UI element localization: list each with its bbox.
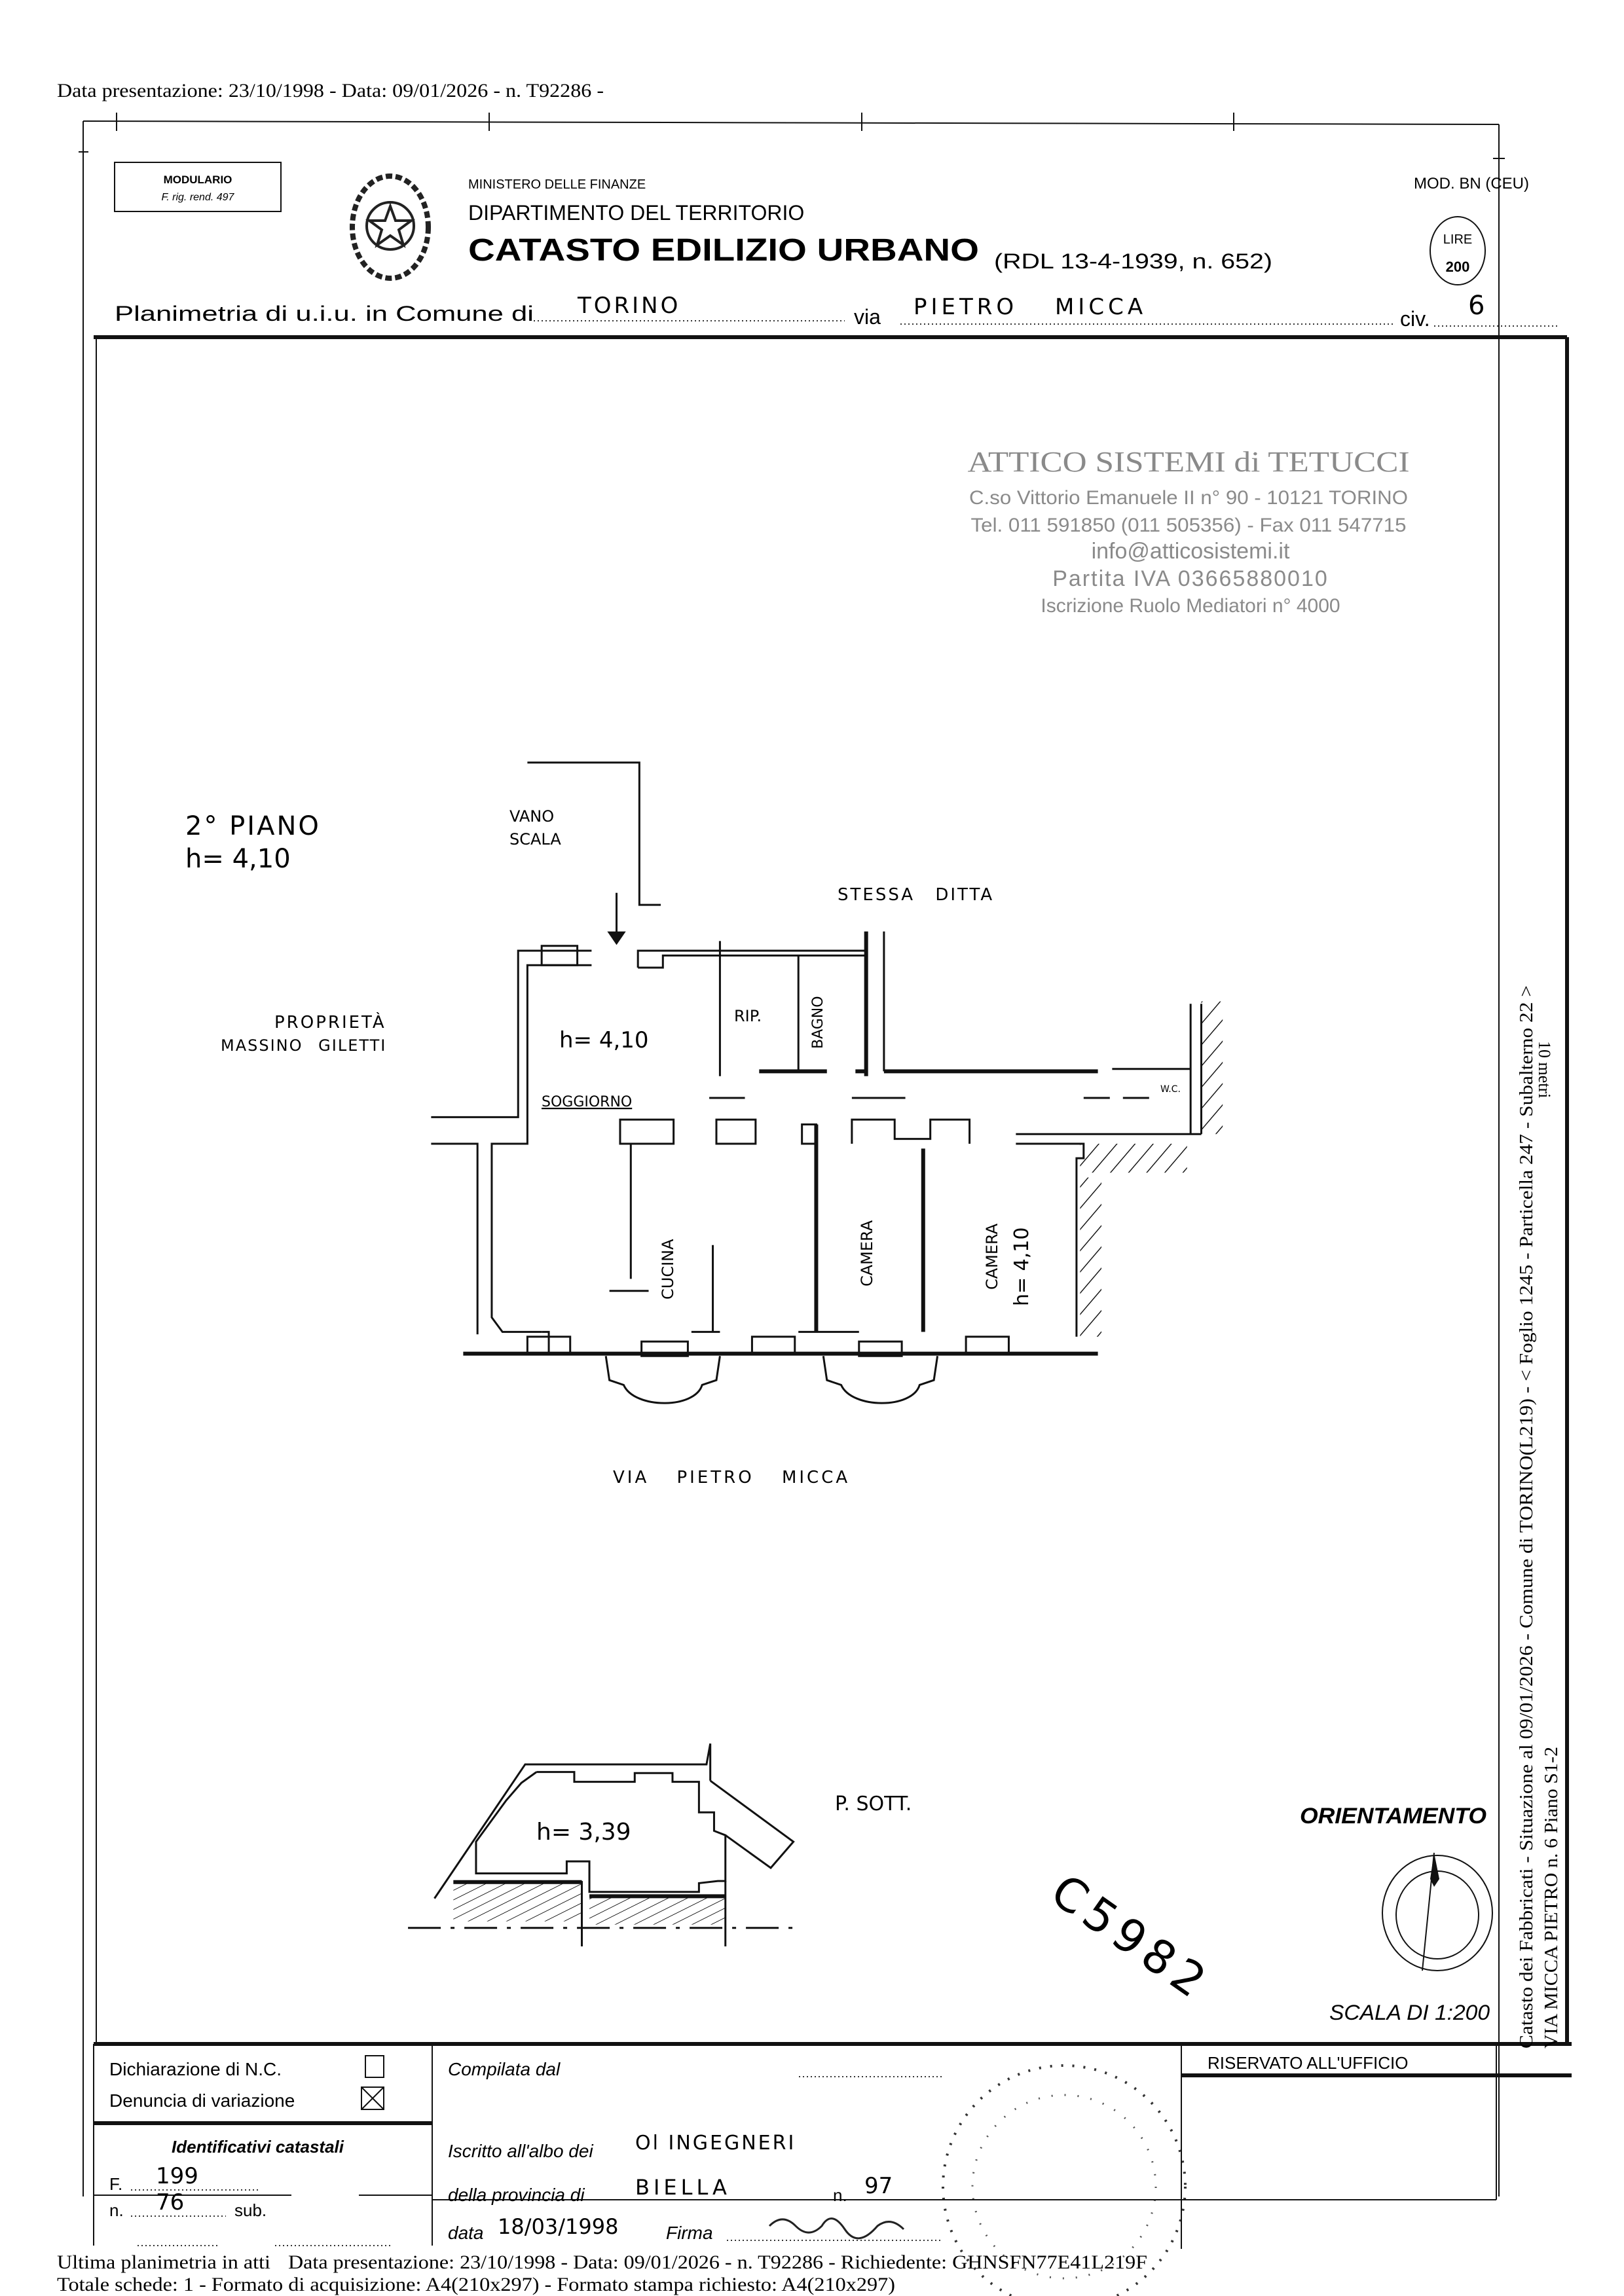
- floor-plan-labels: 2° PIANO h= 4,10 VANO SCALA STESSA DITTA…: [185, 807, 1181, 1487]
- numero-label: n.: [109, 2200, 124, 2220]
- via-value: PIETRO MICCA: [913, 294, 1147, 320]
- department-name: DIPARTIMENTO DEL TERRITORIO: [468, 201, 804, 225]
- agency-registration: Iscrizione Ruolo Mediatori n° 4000: [1041, 595, 1340, 617]
- signature: [768, 2217, 905, 2240]
- modulario-box: MODULARIO F. rig. rend. 497: [115, 162, 281, 211]
- dichiarazione-label: Dichiarazione di N.C.: [109, 2059, 282, 2079]
- handwritten-code: C5982: [1041, 1864, 1221, 2012]
- living-room-height: h= 4,10: [559, 1027, 649, 1053]
- denuncia-label: Denuncia di variazione: [109, 2090, 295, 2111]
- albo-number-label: n.: [833, 2185, 847, 2205]
- compilata-label: Compilata dal: [448, 2059, 561, 2079]
- street-label: VIA PIETRO MICCA: [613, 1468, 850, 1487]
- neighbor-left-label-1: PROPRIETÀ: [274, 1011, 386, 1032]
- civ-value: 6: [1468, 291, 1485, 321]
- room-label-cucina: CUCINA: [659, 1239, 677, 1300]
- side-cadastral-line: Catasto dei Fabbricati - Situazione al 0…: [1517, 985, 1537, 2049]
- planimetria-label: Planimetria di u.i.u. in Comune di: [115, 302, 534, 325]
- north-compass-icon: [1382, 1853, 1492, 1971]
- footer-form: Dichiarazione di N.C. Denuncia di variaz…: [94, 2044, 1572, 2249]
- basement-label: P. SOTT.: [835, 1793, 912, 1815]
- stamp-duty-value: 200: [1446, 259, 1470, 275]
- orientation-label: ORIENTAMENTO: [1300, 1804, 1486, 1829]
- room-label-camera-2: CAMERA: [983, 1223, 1001, 1290]
- room-label-ripostiglio: RIP.: [734, 1007, 762, 1025]
- firma-label: Firma: [666, 2223, 713, 2243]
- model-code: MOD. BN (CEU): [1414, 175, 1529, 192]
- iscritto-label: Iscritto all'albo dei: [448, 2141, 593, 2161]
- date-value: 18/03/1998: [498, 2214, 618, 2239]
- stamp-duty-label: LIRE: [1443, 232, 1472, 247]
- sub-label: sub.: [234, 2200, 267, 2220]
- neighbor-top-label: STESSA DITTA: [838, 885, 994, 905]
- agency-email: info@atticosistemi.it: [1092, 539, 1290, 564]
- side-address-line: VIA MICCA PIETRO n. 6 Piano S1-2: [1541, 1747, 1562, 2049]
- neighbor-left-label-2: MASSINO GILETTI: [221, 1036, 386, 1055]
- outer-frame: [79, 113, 1505, 2196]
- floor-plan-2nd-floor: [431, 763, 1223, 1403]
- camera-2-height: h= 4,10: [1010, 1228, 1033, 1306]
- room-label-soggiorno: SOGGIORNO: [542, 1094, 632, 1110]
- floor-height: h= 4,10: [185, 844, 291, 874]
- italian-republic-emblem-icon: [350, 173, 431, 281]
- agency-vat: Partita IVA 03665880010: [1052, 566, 1329, 591]
- basement-height: h= 3,39: [536, 1819, 631, 1846]
- official-round-stamp: [942, 2064, 1187, 2296]
- scale-ruler-label: 10 metri: [1535, 1041, 1554, 1098]
- side-cadastral-info: Catasto dei Fabbricati - Situazione al 0…: [1517, 985, 1562, 2049]
- law-reference: (RDL 13-4-1939, n. 652): [994, 249, 1272, 273]
- agency-phone: Tel. 011 591850 (011 505356) - Fax 011 5…: [971, 515, 1407, 536]
- document-title: CATASTO EDILIZIO URBANO: [468, 233, 979, 268]
- reserved-office-label: RISERVATO ALL'UFFICIO: [1208, 2053, 1408, 2073]
- drawing-area-frame: [94, 337, 1572, 2046]
- modulario-label: MODULARIO: [164, 173, 232, 186]
- dichiarazione-checkbox: [365, 2056, 384, 2077]
- floor-plan-basement: [408, 1743, 794, 1946]
- planimetria-line: Planimetria di u.i.u. in Comune di TORIN…: [115, 291, 1559, 331]
- print-overlay: Ultima planimetria in atti Data presenta…: [57, 2251, 1147, 2295]
- civ-label: civ.: [1400, 307, 1430, 331]
- agency-address: C.so Vittorio Emanuele II n° 90 - 10121 …: [969, 487, 1408, 509]
- identificativi-label: Identificativi catastali: [172, 2137, 344, 2157]
- print-info-header: Data presentazione: 23/10/1998 - Data: 0…: [57, 80, 604, 101]
- albo-number-value: 97: [864, 2173, 893, 2199]
- via-label: via: [854, 305, 881, 329]
- stamp-duty-circle: LIRE 200: [1430, 217, 1485, 285]
- last-plan-note: Ultima planimetria in atti: [57, 2251, 270, 2273]
- foglio-label: F.: [109, 2174, 122, 2194]
- room-label-wc: W.C.: [1160, 1084, 1181, 1095]
- foglio-value: 199: [156, 2163, 198, 2189]
- provincia-label: della provincia di: [448, 2185, 585, 2205]
- provincia-value: BIELLA: [635, 2175, 731, 2200]
- modulario-form-ref: F. rig. rend. 497: [162, 192, 235, 203]
- scale-label: SCALA DI 1:200: [1329, 2001, 1490, 2024]
- agency-name: ATTICO SISTEMI di TETUCCI: [968, 446, 1410, 478]
- comune-value: TORINO: [577, 293, 680, 319]
- date-label: data: [448, 2223, 484, 2243]
- presentation-info: Data presentazione: 23/10/1998 - Data: 0…: [288, 2251, 1147, 2273]
- ministry-name: MINISTERO DELLE FINANZE: [468, 177, 646, 192]
- stair-label-2: SCALA: [509, 830, 561, 848]
- stair-label-1: VANO: [509, 807, 554, 826]
- numero-value: 76: [156, 2189, 184, 2215]
- floor-label: 2° PIANO: [185, 811, 321, 841]
- room-label-camera-1: CAMERA: [858, 1220, 876, 1286]
- agency-stamp: ATTICO SISTEMI di TETUCCI C.so Vittorio …: [968, 446, 1410, 617]
- room-label-bagno: BAGNO: [810, 996, 826, 1049]
- denuncia-checkbox-checked: [361, 2087, 384, 2109]
- sheet-format-info: Totale schede: 1 - Formato di acquisizio…: [57, 2274, 895, 2295]
- iscritto-value: Ol INGEGNERI: [635, 2132, 796, 2155]
